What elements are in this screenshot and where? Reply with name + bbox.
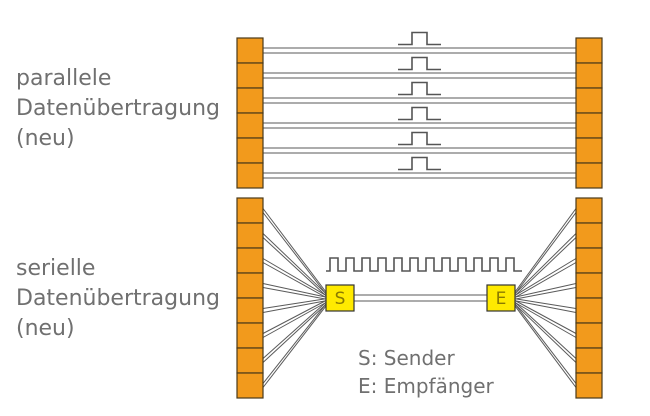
connector-cell <box>236 297 264 324</box>
serial-wire <box>262 303 327 384</box>
caption-line: (neu) <box>16 126 75 151</box>
serial-wire <box>514 237 577 297</box>
connector-cell <box>575 322 603 349</box>
receiver-box: E <box>486 284 516 312</box>
serial-pulse-train <box>326 257 522 272</box>
connector-cell <box>575 272 603 299</box>
serial-transmission-caption: serielle Datenübertragung (neu) <box>16 254 220 344</box>
connector-cell <box>236 37 264 64</box>
caption-line: Datenübertragung <box>16 286 220 311</box>
serial-wire <box>514 298 577 309</box>
connector-cell <box>575 137 603 164</box>
connector-cell <box>575 222 603 249</box>
receiver-box-rect <box>486 284 516 312</box>
connector-cell <box>575 197 603 224</box>
serial-wire <box>514 283 577 298</box>
connector-cell <box>236 272 264 299</box>
connector-cell <box>575 37 603 64</box>
serial-wire <box>262 212 327 295</box>
connector-cell <box>236 112 264 139</box>
connector-cell <box>575 62 603 89</box>
serial-wire <box>262 303 327 363</box>
serial-wire <box>262 262 327 298</box>
serial-wire <box>262 302 327 338</box>
connector-cell <box>236 62 264 89</box>
connector-cell <box>236 137 264 164</box>
caption-line: serielle <box>16 256 96 281</box>
serial-wire <box>262 298 327 309</box>
connector-cell <box>236 222 264 249</box>
parallel-wires <box>263 47 576 179</box>
connector-cell <box>575 112 603 139</box>
connector-cell <box>575 297 603 324</box>
serial-wire <box>514 262 577 298</box>
connector-cell <box>236 162 264 189</box>
connector-cell <box>236 372 264 399</box>
parallel-pulse <box>398 56 441 71</box>
serial-wire <box>514 305 577 388</box>
serial-wire <box>514 300 577 313</box>
sender-box: S <box>325 284 355 312</box>
parallel-transmission-caption: parallele Datenübertragung (neu) <box>16 64 220 154</box>
serial-wire <box>262 237 327 297</box>
connector-cell <box>575 162 603 189</box>
serial-wire <box>262 300 327 313</box>
connector-cell <box>575 247 603 274</box>
serial-wire <box>514 287 577 300</box>
serial-wire <box>262 300 327 334</box>
serial-wire <box>514 300 577 334</box>
connector-cell <box>236 197 264 224</box>
serial-wire <box>262 233 327 295</box>
serial-wires <box>262 208 577 388</box>
serial-wire <box>262 283 327 298</box>
connector-cell <box>236 247 264 274</box>
serial-wire <box>514 303 577 363</box>
serial-wire <box>514 301 577 359</box>
parallel-pulse <box>398 81 441 96</box>
sender-box-rect <box>325 284 355 312</box>
connector-cell <box>575 87 603 114</box>
legend-receiver: E: Empfänger <box>358 374 494 398</box>
serial-wire <box>514 303 577 384</box>
caption-line: Datenübertragung <box>16 96 220 121</box>
connector-cell <box>575 372 603 399</box>
serial-pulse <box>326 257 522 272</box>
serial-wire <box>262 258 327 296</box>
connector-cell <box>236 322 264 349</box>
caption-line: (neu) <box>16 316 75 341</box>
parallel-pulse <box>398 131 441 146</box>
serial-wire <box>262 301 327 359</box>
serial-wire <box>514 208 577 293</box>
parallel-pulses <box>398 31 441 171</box>
parallel-pulse <box>398 31 441 46</box>
connector-cell <box>236 87 264 114</box>
parallel-pulse <box>398 156 441 171</box>
caption-line: parallele <box>16 66 112 91</box>
legend-sender: S: Sender <box>358 346 455 370</box>
serial-wire <box>514 302 577 338</box>
serial-wire <box>262 287 327 300</box>
connector-cell <box>575 347 603 374</box>
serial-wire <box>514 258 577 296</box>
parallel-pulse <box>398 106 441 121</box>
serial-wire <box>514 233 577 295</box>
serial-wire <box>262 208 327 293</box>
sender-box-letter: S <box>335 289 346 309</box>
serial-wire <box>262 305 327 388</box>
receiver-box-letter: E <box>496 289 507 309</box>
connector-blocks <box>236 37 603 399</box>
serial-wire <box>514 212 577 295</box>
connector-cell <box>236 347 264 374</box>
